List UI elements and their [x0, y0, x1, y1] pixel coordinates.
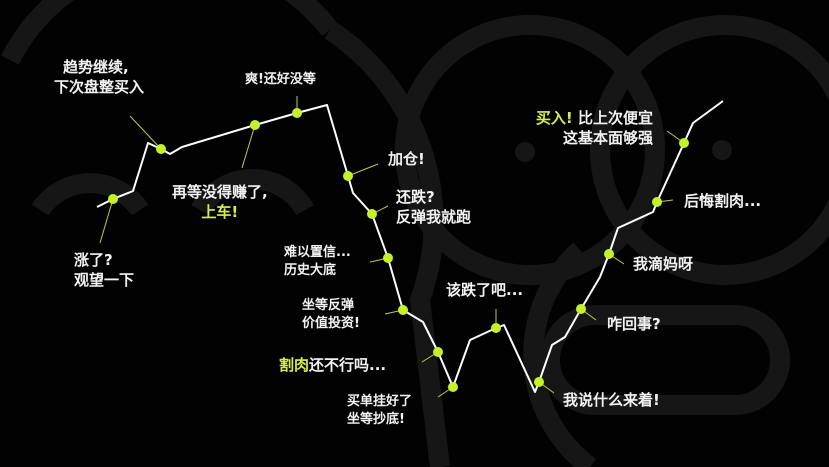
event-dots: [108, 108, 689, 392]
label-regret: 后悔割肉...: [684, 192, 762, 210]
label-text-highlight: 上车!: [201, 203, 239, 221]
label-buy-order: 买单挂好了坐等抄底!: [347, 393, 412, 429]
label-glad: 爽!还好没等: [245, 72, 316, 87]
label-cut-loss: 割肉还不行吗...: [279, 355, 386, 375]
label-buy-again: 买入! 比上次便宜这基本面够强: [497, 108, 653, 148]
label-text: 这基本面够强: [562, 129, 653, 147]
label-text: 买单挂好了: [347, 394, 413, 409]
label-add: 加仓!: [388, 150, 425, 168]
label-value-invest: 坐等反弹价值投资!: [302, 297, 360, 333]
label-should-fall: 该跌了吧...: [446, 281, 524, 299]
label-text: 历史大底: [284, 263, 337, 278]
label-trend: 趋势继续, 下次盘整买入: [54, 57, 144, 97]
label-text: 比上次便宜: [577, 109, 653, 127]
price-line: [96, 100, 724, 393]
label-text: 难以置信...: [284, 245, 351, 260]
label-text-highlight: 割肉: [279, 356, 310, 374]
label-text: 还跌?: [396, 188, 435, 206]
label-text: 下次盘整买入: [54, 78, 145, 96]
label-unbelievable: 难以置信... 历史大底: [284, 244, 351, 280]
label-oh-my: 我滴妈呀: [633, 255, 694, 273]
label-text: 趋势继续,: [63, 58, 129, 76]
label-text: 涨了?: [74, 251, 113, 269]
label-text: 反弹我就跑: [396, 208, 472, 226]
label-text: 还不行吗...: [309, 356, 387, 374]
label-get-on: 再等没得赚了, 上车!: [172, 182, 268, 222]
label-text: 再等没得赚了,: [172, 183, 268, 201]
label-still-falling: 还跌? 反弹我就跑: [396, 187, 471, 227]
label-text: 观望一下: [74, 271, 135, 289]
label-text: 价值投资!: [302, 316, 360, 331]
label-text-highlight: 买入!: [535, 109, 573, 127]
label-wait: 涨了? 观望一下: [74, 250, 134, 290]
label-told-you: 我说什么来着!: [563, 391, 660, 409]
label-what-happened: 咋回事?: [607, 315, 661, 333]
label-text: 坐等反弹: [302, 298, 355, 313]
label-text: 坐等抄底!: [347, 412, 405, 427]
